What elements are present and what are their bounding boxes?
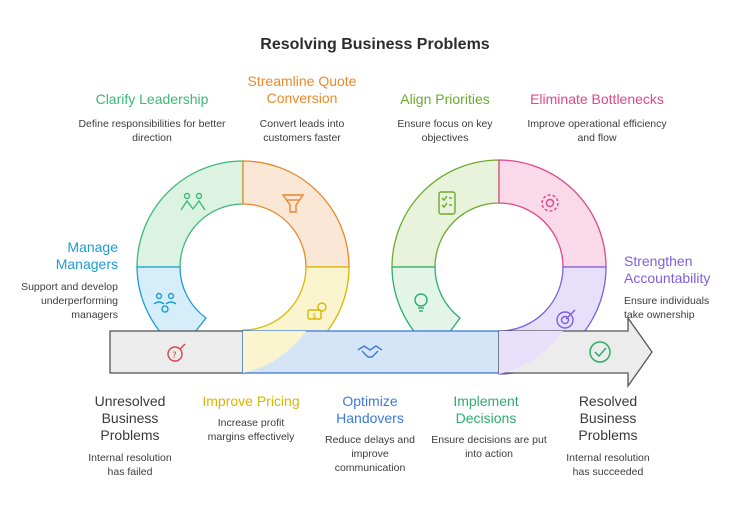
bottom-arrow — [109, 315, 653, 389]
strengthen-title: Strengthen Accountability — [624, 253, 711, 286]
start-title: Unresolved Business Problems — [94, 393, 166, 443]
strengthen-desc: Ensure individuals take ownership — [624, 295, 710, 321]
end-title: Resolved Business Problems — [578, 393, 638, 443]
team-gear-icon — [153, 292, 177, 313]
bulb-icon — [414, 293, 428, 312]
streamline-desc: Convert leads into customers faster — [259, 118, 345, 144]
money-icon: $ — [307, 302, 327, 320]
end-desc: Internal resolution has succeeded — [566, 452, 650, 478]
clarify-desc: Define responsibilities for better direc… — [78, 118, 226, 144]
gear-icon — [541, 194, 559, 212]
segment-eliminate — [498, 159, 607, 268]
svg-text:?: ? — [172, 351, 177, 361]
handovers-title: Optimize Handovers — [336, 393, 404, 426]
checklist-icon — [438, 191, 456, 215]
pricing-desc: Increase profit margins effectively — [207, 417, 295, 443]
streamline-title: Streamline Quote Conversion — [247, 73, 357, 106]
handovers-desc: Reduce delays and improve communication — [325, 434, 415, 474]
implement-title: Implement Decisions — [453, 393, 519, 426]
funnel-icon — [281, 194, 305, 213]
align-title: Align Priorities — [400, 91, 490, 107]
segment-clarify — [136, 160, 244, 268]
align-desc: Ensure focus on key objectives — [397, 118, 493, 144]
people-icon — [180, 192, 206, 211]
segment-streamline — [242, 160, 350, 268]
segment-start — [109, 330, 244, 374]
eliminate-title: Eliminate Bottlenecks — [530, 91, 664, 107]
handshake-icon — [357, 345, 383, 358]
pricing-title: Improve Pricing — [202, 393, 300, 409]
manage-desc: Support and develop underperforming mana… — [21, 281, 118, 321]
manage-title: Manage Managers — [55, 239, 118, 272]
implement-desc: Ensure decisions are put into action — [431, 434, 547, 460]
check-icon — [589, 341, 611, 363]
start-desc: Internal resolution has failed — [88, 452, 172, 478]
segment-strengthen-overlap — [499, 331, 563, 374]
target-icon — [556, 309, 576, 329]
segment-pricing-overlap — [243, 331, 306, 373]
diagram-title: Resolving Business Problems — [260, 36, 490, 53]
eliminate-desc: Improve operational efficiency and flow — [527, 118, 667, 144]
svg-text:$: $ — [312, 312, 316, 320]
clarify-title: Clarify Leadership — [95, 91, 209, 107]
question-icon: ? — [167, 343, 186, 362]
